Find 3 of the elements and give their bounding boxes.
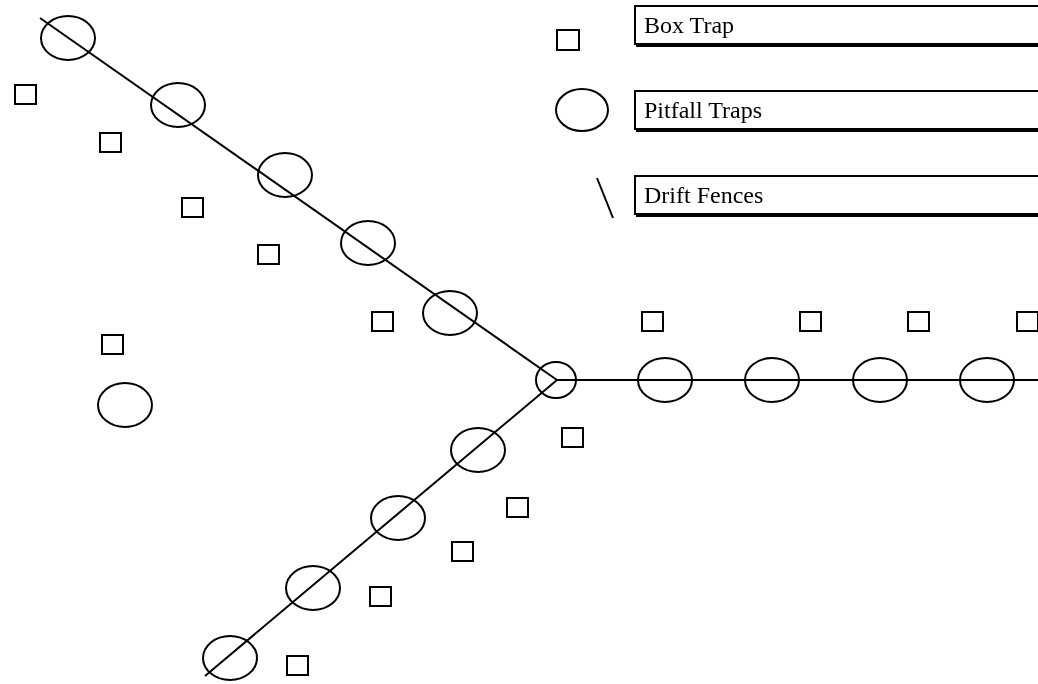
legend-label: Drift Fences (634, 175, 1038, 215)
legend-label: Pitfall Traps (634, 90, 1038, 130)
legend-label: Box Trap (634, 5, 1038, 45)
